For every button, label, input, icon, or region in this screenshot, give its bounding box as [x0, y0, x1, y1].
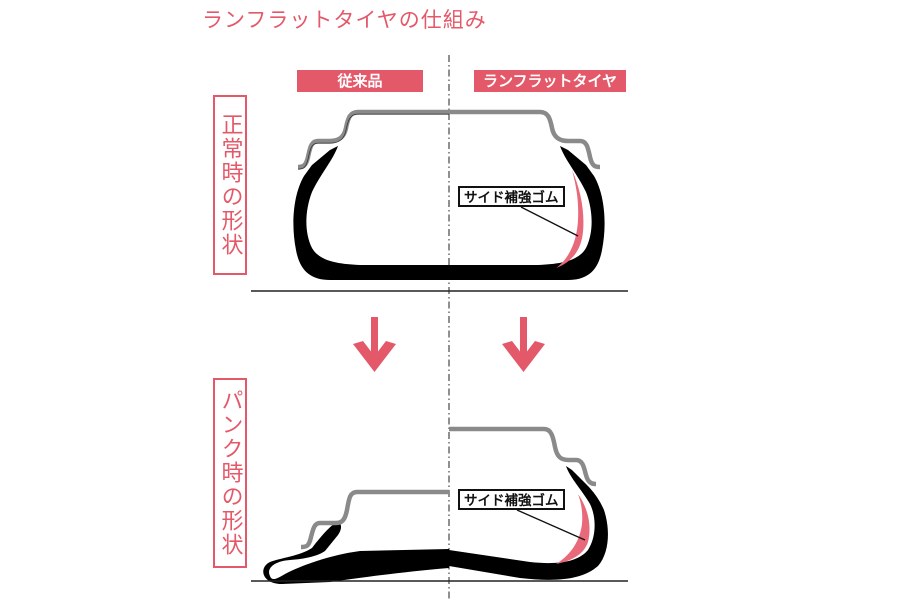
side-reinforcement-rubber-puncture — [556, 494, 590, 564]
row-label-puncture: パンク時の形状 — [213, 378, 247, 568]
callout-side-reinforcement-normal: サイド補強ゴム — [458, 186, 565, 207]
arrow-down-icon-runflat — [502, 317, 545, 372]
column-label-conventional: 従来品 — [297, 70, 423, 92]
page-title: ランフラットタイヤの仕組み — [202, 8, 487, 32]
tire-normal-runflat — [449, 109, 605, 280]
column-label-runflat: ランフラットタイヤ — [474, 70, 626, 92]
tire-puncture-conventional — [263, 489, 449, 584]
arrow-down-icon-conventional — [353, 317, 396, 372]
callout-side-reinforcement-puncture: サイド補強ゴム — [458, 489, 565, 510]
row-label-normal: 正常時の形状 — [213, 95, 247, 275]
side-reinforcement-rubber-normal — [556, 170, 584, 268]
callout-leader-puncture — [516, 509, 586, 541]
tire-puncture-runflat — [449, 426, 608, 580]
tire-normal-conventional — [293, 109, 449, 280]
callout-leader-normal — [520, 206, 579, 237]
